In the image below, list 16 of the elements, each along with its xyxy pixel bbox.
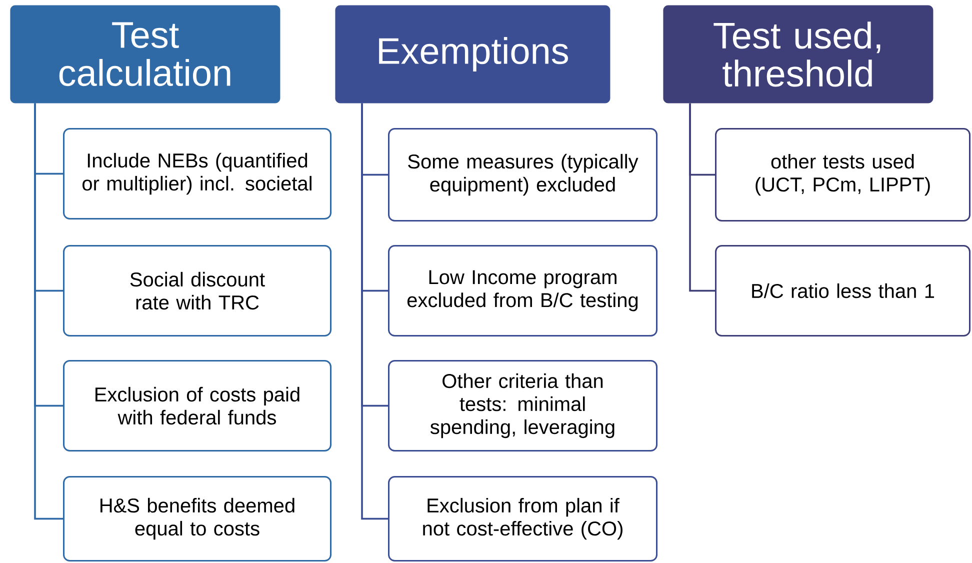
item-box: Include NEBs (quantified or multiplier) incl. societal (63, 128, 332, 220)
item-box: other tests used (UCT, PCm, LIPPT) (715, 128, 970, 222)
header-box: Test used, threshold (663, 5, 934, 104)
item-box: Exclusion from plan if not cost-effective (CO) (388, 476, 658, 562)
item-box: B/C ratio less than 1 (715, 245, 970, 336)
connector-line (34, 103, 63, 520)
connector-line (689, 103, 715, 292)
item-box: Social discount rate with TRC (63, 245, 332, 336)
item-box: Other criteria than tests: minimal spending, leveraging (388, 360, 658, 452)
header-box: Test calculation (10, 5, 280, 104)
header-box: Exemptions (335, 5, 610, 104)
item-box: Exclusion of costs paid with federal funds (63, 360, 332, 452)
item-box: Some measures (typically equipment) excluded (388, 128, 658, 222)
item-box: H&S benefits deemed equal to costs (63, 476, 332, 562)
connector-line (361, 103, 388, 520)
item-box: Low Income program excluded from B/C testing (388, 245, 658, 336)
